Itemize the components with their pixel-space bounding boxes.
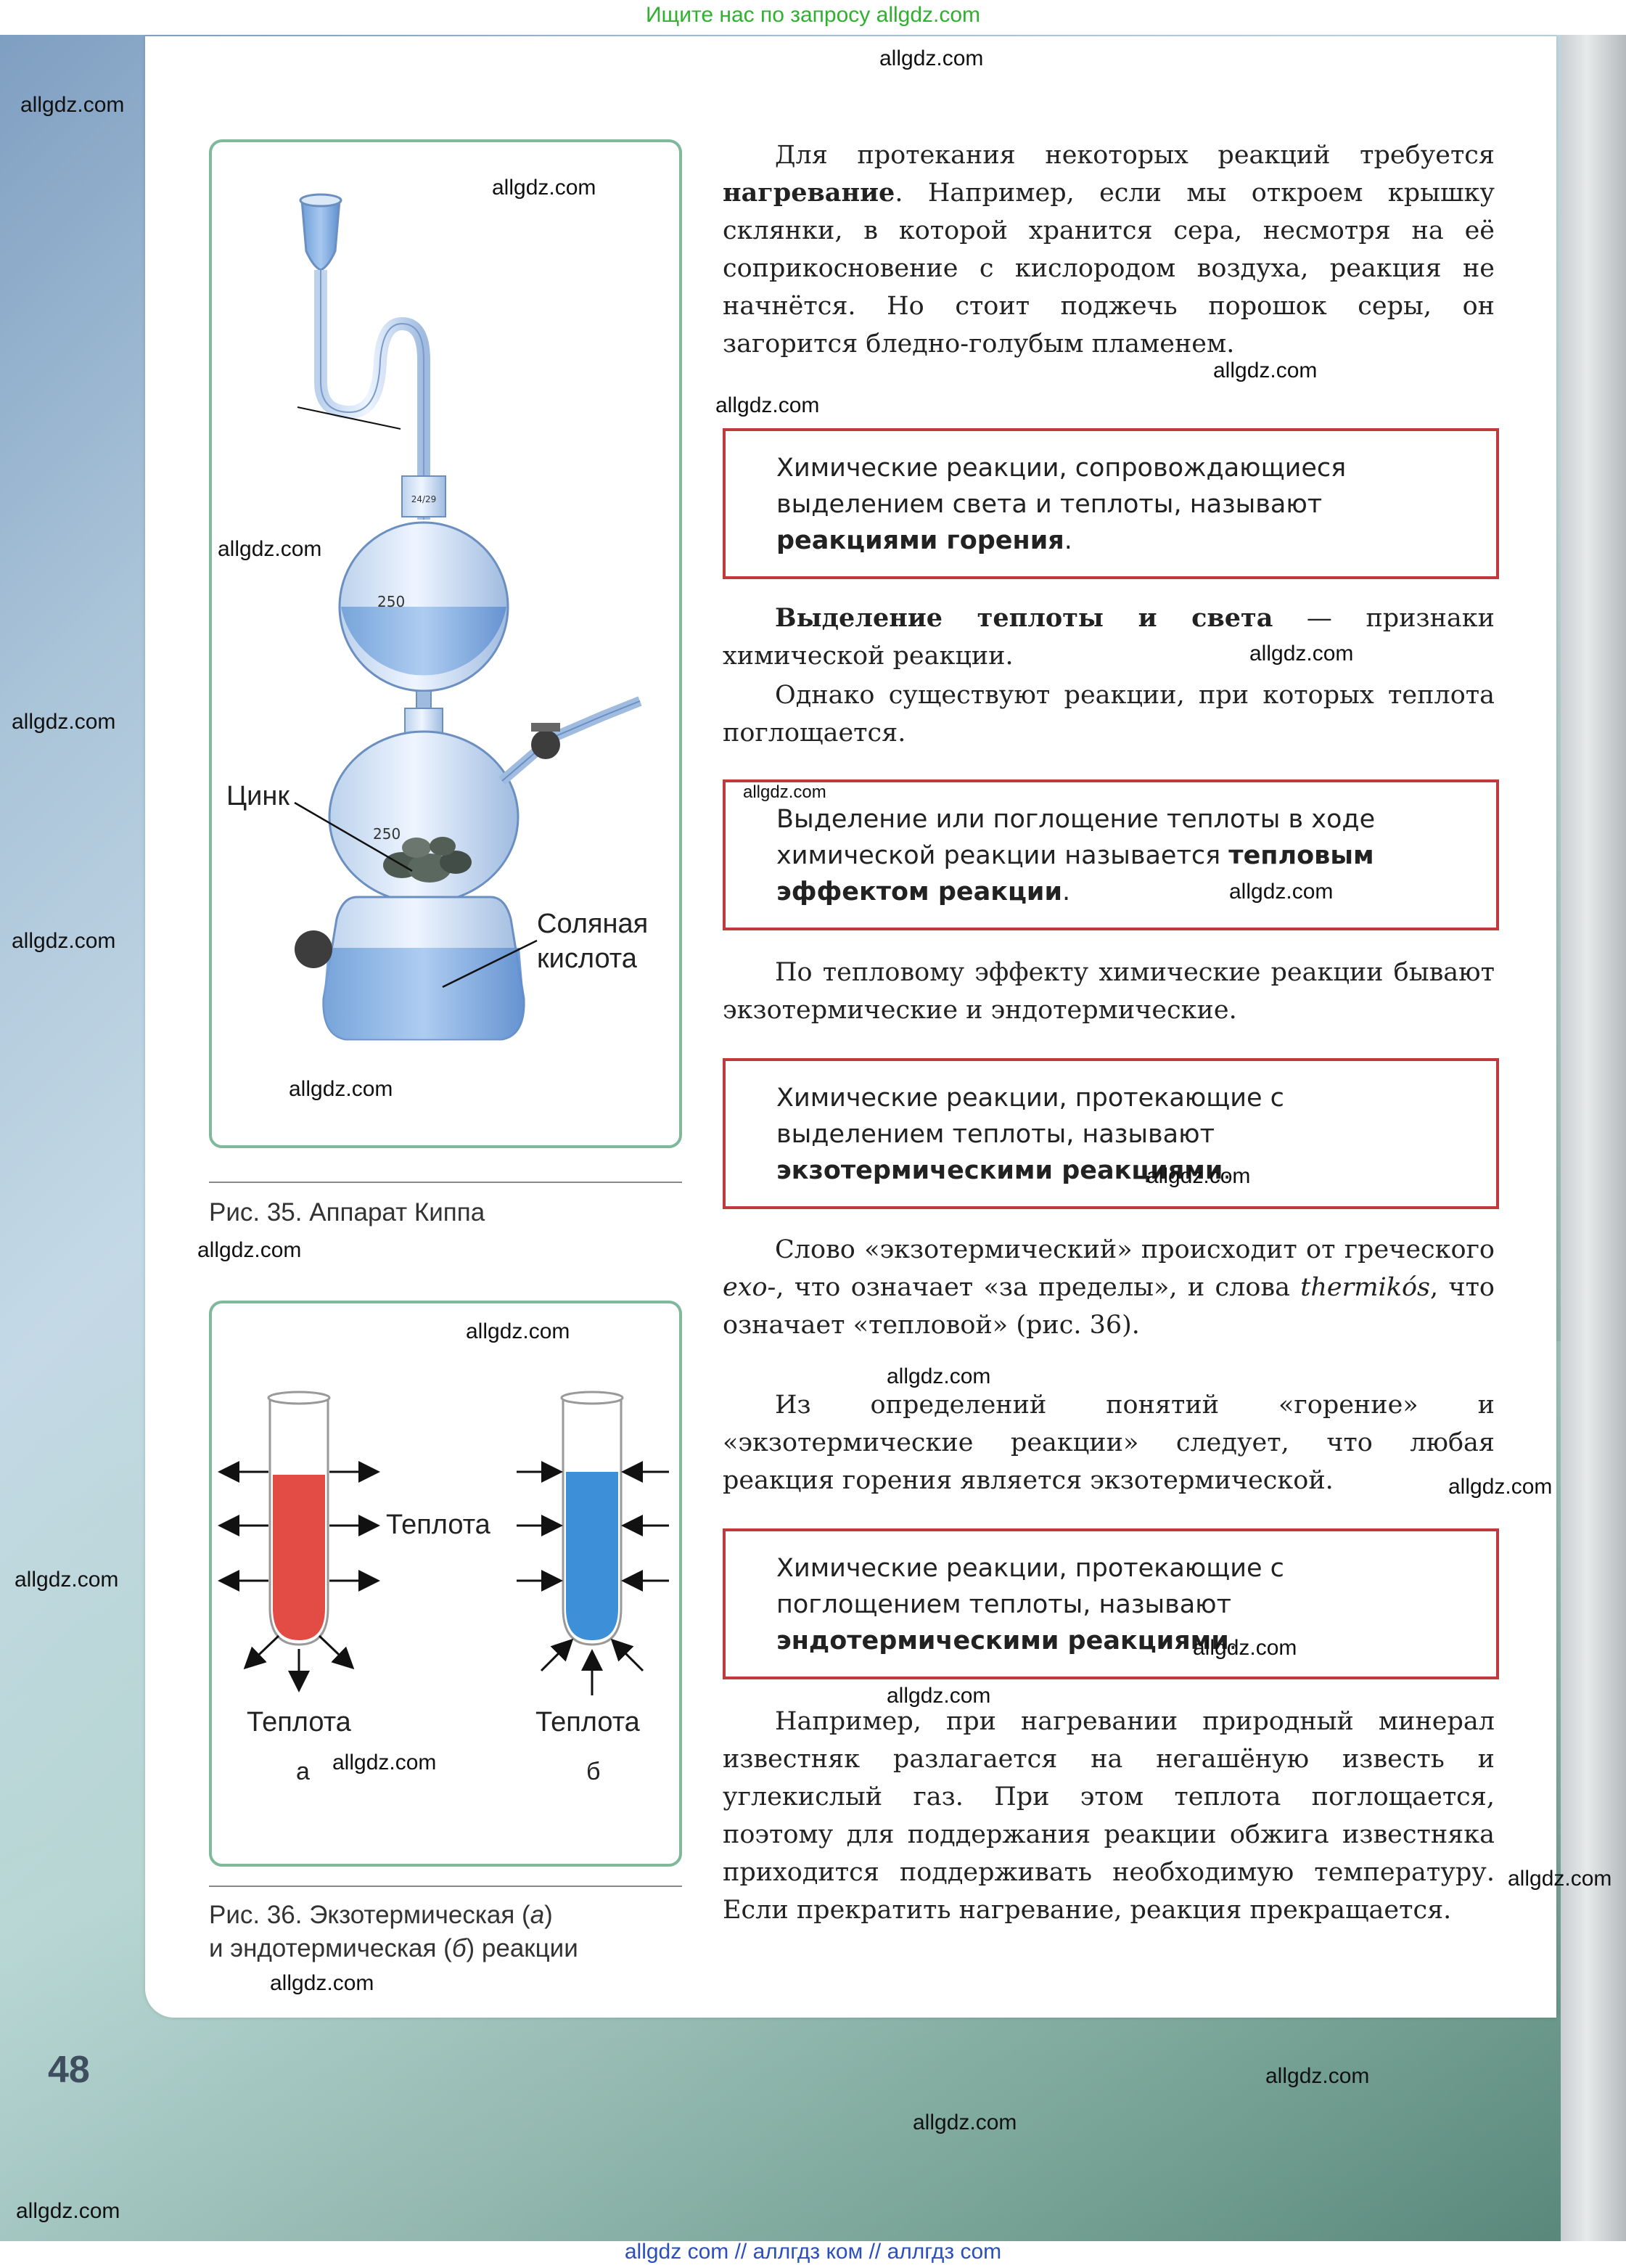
definition-box-endothermic: Химические реакции, протекающие с поглощ… — [723, 1528, 1499, 1679]
text: Слово «экзотермический» происходит от гр… — [775, 1235, 1495, 1264]
text: Химические реакции, протекающие с поглощ… — [776, 1554, 1284, 1619]
watermark[interactable]: allgdz.com — [218, 537, 322, 561]
text: . — [1223, 1156, 1231, 1185]
text: По тепловому эффекту химические реакции … — [723, 958, 1495, 1025]
book-spine — [1561, 35, 1626, 2241]
bulb-volume-mark: 250 — [377, 593, 405, 610]
text: Однако существуют реакции, при которых т… — [723, 681, 1495, 748]
paragraph-types: По тепловому эффекту химические реакции … — [723, 954, 1495, 1029]
watermark[interactable]: allgdz.com — [879, 46, 984, 70]
caption-text: ) реакции — [466, 1934, 578, 1962]
watermark[interactable]: allgdz.com — [887, 1364, 991, 1388]
caption-text: ) — [544, 1901, 553, 1929]
label-zinc: Цинк — [226, 781, 290, 811]
watermark[interactable]: allgdz.com — [16, 2199, 120, 2223]
definition-box-exothermic: Химические реакции, протекающие с выделе… — [723, 1058, 1499, 1209]
zinc-pointer — [297, 406, 401, 430]
watermark[interactable]: allgdz.com — [466, 1319, 570, 1343]
page-number: 48 — [48, 2049, 90, 2091]
joint-mark: 24/29 — [411, 494, 437, 504]
arrows-heat-absorbed — [517, 1461, 669, 1695]
watermark[interactable]: allgdz.com — [1508, 1867, 1612, 1891]
word-thermikos: thermikós — [1300, 1273, 1430, 1302]
term-combustion: реакциями горения — [776, 526, 1064, 555]
watermark[interactable]: allgdz.com — [12, 929, 116, 953]
term-heating: нагревание — [723, 178, 895, 208]
term-endothermic: эндотермическими реакциями — [776, 1626, 1229, 1655]
watermark[interactable]: allgdz.com — [1265, 2064, 1370, 2088]
watermark[interactable]: allgdz.com — [715, 393, 820, 417]
figure-36-rule — [209, 1886, 682, 1887]
definition-box-combustion: Химические реакции, сопровождающиеся выд… — [723, 428, 1499, 579]
label-heat-b: Теплота — [535, 1707, 640, 1737]
term-thermal-effect: тепловым эффектом реакции — [776, 841, 1374, 906]
text: Для протекания некоторых реакций требует… — [775, 141, 1495, 170]
watermark[interactable]: allgdz.com — [1229, 880, 1334, 904]
watermark[interactable]: allgdz.com — [1213, 359, 1318, 382]
figure-35-caption: Рис. 35. Аппарат Киппа — [209, 1198, 485, 1227]
watermark[interactable]: allgdz.com — [15, 1568, 119, 1592]
text: , что означает «тепловой» (рис. 36). — [723, 1273, 1495, 1340]
top-search-banner[interactable]: Ищите нас по запросу allgdz.com — [645, 3, 981, 27]
zinc-pointer-line — [294, 801, 413, 872]
watermark[interactable]: allgdz.com — [743, 782, 826, 802]
bottom-link-banner[interactable]: allgdz com // аллгдз ком // аллгдз com — [624, 2240, 1002, 2264]
text: Химические реакции, протекающие с выделе… — [776, 1084, 1284, 1149]
acid-pointer-line — [442, 939, 538, 988]
watermark[interactable]: allgdz.com — [1146, 1164, 1251, 1188]
watermark[interactable]: allgdz.com — [1448, 1475, 1553, 1499]
caption-italic: а — [530, 1901, 545, 1929]
tube-endothermic — [560, 1391, 624, 1646]
kipp-apparatus-illustration: 24/29 250 250 — [295, 193, 642, 1041]
zinc-granules — [383, 837, 472, 883]
caption-italic: б — [451, 1934, 467, 1962]
figure-35-rule — [209, 1182, 682, 1183]
term-exothermic: экзотермическими реакциями — [776, 1156, 1223, 1185]
text: Из определений понятий «горение» и «экзо… — [723, 1391, 1495, 1495]
text: . — [1228, 1626, 1237, 1655]
text: Выделение или поглощение теплоты в ходе … — [776, 805, 1376, 870]
paragraph-signs: Выделение теплоты и света — признаки хим… — [723, 599, 1495, 675]
text: — признаки химической реакции. — [723, 604, 1495, 671]
term-heat-light: Выделение теплоты и света — [775, 603, 1273, 633]
watermark[interactable]: allgdz.com — [1249, 642, 1354, 666]
figure-36-caption: Рис. 36. Экзотермическая (а) и эндотерми… — [209, 1899, 578, 1965]
text: . Например, если мы откроем крышку склян… — [723, 179, 1495, 359]
watermark[interactable]: allgdz.com — [887, 1684, 991, 1708]
watermark[interactable]: allgdz.com — [913, 2111, 1017, 2134]
watermark[interactable]: allgdz.com — [332, 1751, 437, 1774]
arrows-heat-released — [218, 1461, 380, 1692]
caption-text: и эндотермическая ( — [209, 1934, 452, 1962]
tube-exothermic — [267, 1391, 331, 1646]
text: . — [1064, 526, 1072, 555]
paragraph-conclusion: Из определений понятий «горение» и «экзо… — [723, 1386, 1495, 1499]
label-heat-a: Теплота — [247, 1707, 351, 1737]
watermark[interactable]: allgdz.com — [197, 1238, 302, 1262]
watermark[interactable]: allgdz.com — [1193, 1636, 1297, 1660]
word-exo: exo- — [723, 1273, 776, 1302]
label-b: б — [586, 1758, 601, 1785]
caption-text: Рис. 36. Экзотермическая ( — [209, 1901, 530, 1929]
watermark[interactable]: allgdz.com — [492, 176, 596, 200]
text: , что означает «за пределы», и слова — [776, 1273, 1301, 1302]
middle-bulb-mark: 250 — [373, 825, 401, 843]
definition-box-thermal-effect: Выделение или поглощение теплоты в ходе … — [723, 779, 1499, 930]
watermark[interactable]: allgdz.com — [20, 93, 125, 117]
label-heat-center: Теплота — [386, 1510, 490, 1540]
label-acid-2: кислота — [537, 943, 637, 974]
text: Химические реакции, сопровождающиеся выд… — [776, 454, 1347, 519]
text: Например, при нагревании природный минер… — [723, 1707, 1495, 1925]
text: . — [1062, 877, 1071, 906]
paragraph-limestone: Например, при нагревании природный минер… — [723, 1703, 1495, 1929]
watermark[interactable]: allgdz.com — [289, 1077, 393, 1101]
label-a: а — [296, 1758, 310, 1785]
label-acid-1: Соляная — [537, 909, 649, 939]
watermark[interactable]: allgdz.com — [270, 1971, 374, 1995]
paragraph-heating: Для протекания некоторых реакций требует… — [723, 136, 1495, 363]
paragraph-etymology: Слово «экзотермический» происходит от гр… — [723, 1231, 1495, 1344]
paragraph-absorbed: Однако существуют реакции, при которых т… — [723, 676, 1495, 752]
test-tubes-illustration — [218, 1391, 669, 1695]
watermark[interactable]: allgdz.com — [12, 710, 116, 734]
